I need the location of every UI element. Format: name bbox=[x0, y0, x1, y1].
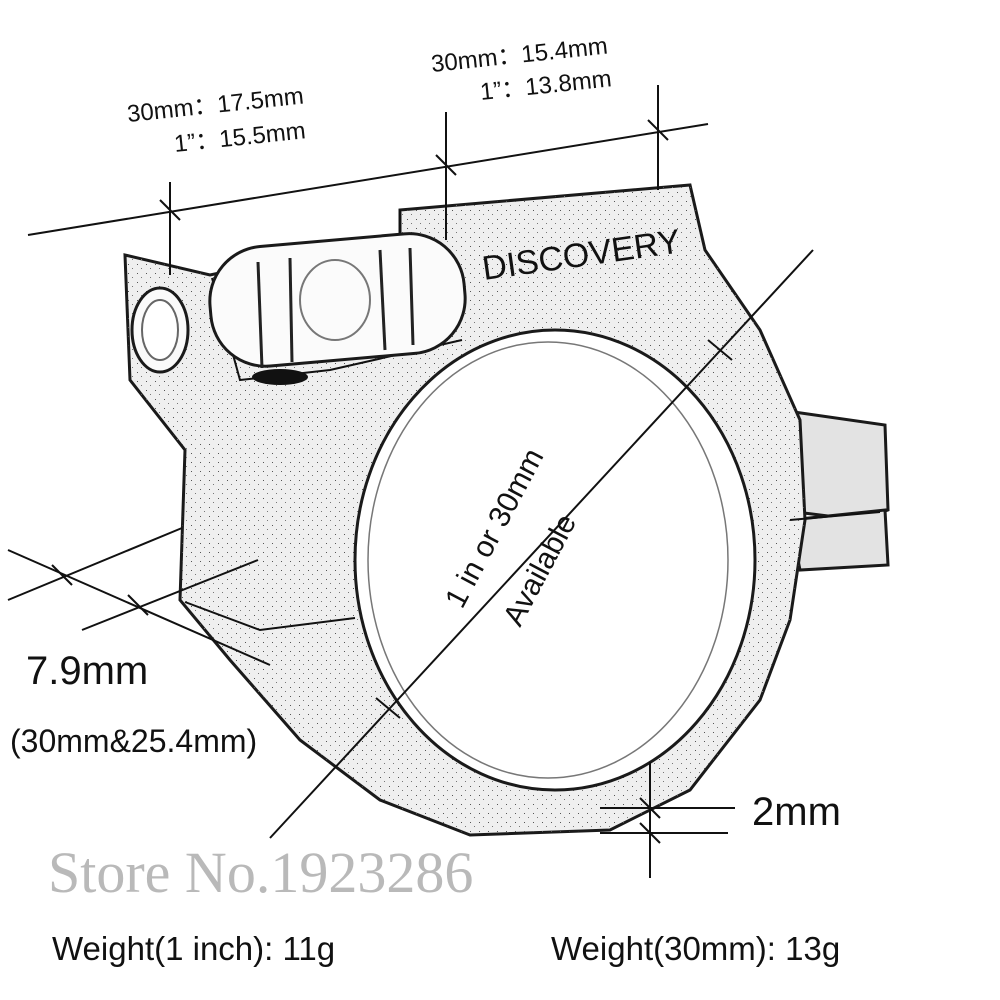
gap-value: 2mm bbox=[752, 790, 841, 834]
thickness-note: (30mm&25.4mm) bbox=[10, 723, 257, 759]
bore-diameter-line bbox=[269, 249, 814, 839]
right-dimension-1in: 1”：13.8mm bbox=[479, 65, 613, 106]
gap-dimension-line bbox=[600, 762, 735, 878]
side-window-icon bbox=[130, 286, 190, 374]
thickness-dimension-line bbox=[7, 527, 271, 666]
left-dimension-1in: 1”：15.5mm bbox=[173, 117, 307, 158]
weight-30mm: Weight(30mm): 13g bbox=[551, 930, 840, 967]
bubble-level-vial bbox=[208, 232, 467, 385]
top-dimension-line bbox=[27, 85, 709, 275]
weight-1-inch: Weight(1 inch): 11g bbox=[52, 930, 335, 967]
store-watermark: Store No.1923286 bbox=[48, 840, 473, 905]
thickness-value: 7.9mm bbox=[26, 649, 148, 693]
